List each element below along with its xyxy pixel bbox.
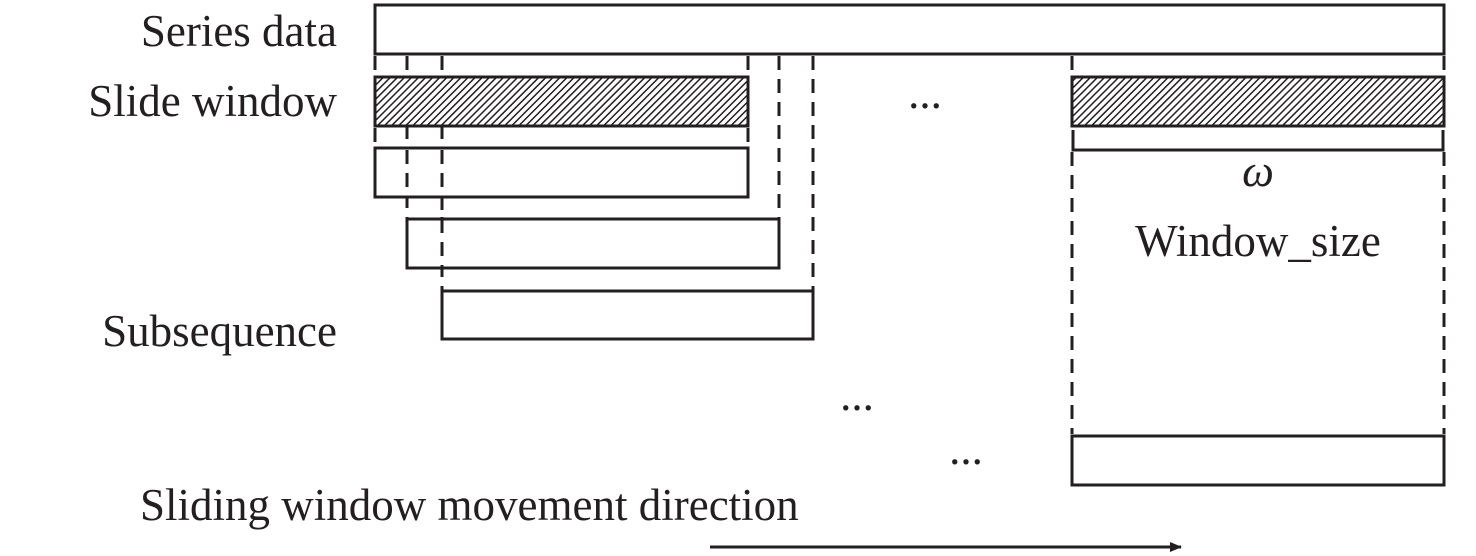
subsequence-box-last: [1070, 434, 1446, 487]
direction-label: Sliding window movement direction: [140, 480, 799, 530]
subsequence-label: Subsequence: [102, 306, 337, 356]
series-data-bar: [373, 3, 1446, 56]
ellipsis: ...: [840, 370, 874, 420]
omega-symbol: ω: [1242, 146, 1274, 196]
slide-window-label: Slide window: [88, 76, 337, 126]
slide-window-last: [1070, 75, 1446, 128]
window-size-label: Window_size: [1135, 216, 1381, 266]
subsequence-box-3: [440, 289, 815, 341]
ellipsis: ...: [949, 424, 983, 474]
ellipsis: ...: [908, 68, 942, 118]
subsequence-box-2: [405, 217, 781, 270]
slide-window-first: [373, 75, 750, 128]
window-size-bracket: [1071, 130, 1445, 152]
series-data-label: Series data: [141, 6, 337, 56]
subsequence-box-1: [373, 146, 750, 199]
